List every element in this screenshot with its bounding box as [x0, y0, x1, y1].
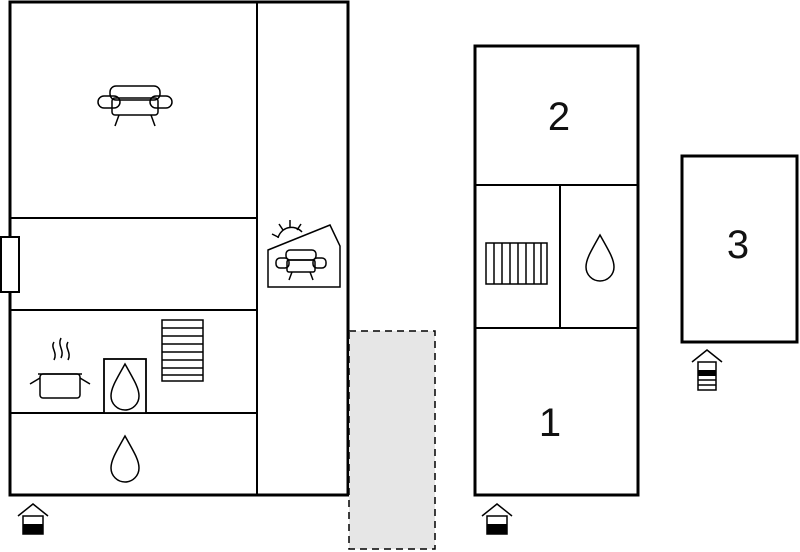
building-left: [0, 0, 350, 535]
room-number-2: 2: [548, 95, 570, 139]
building-right-outline: [680, 154, 799, 344]
water-drop-icon: [110, 434, 140, 483]
entrance-icon: [17, 503, 49, 535]
terrace-sofa-icon: [267, 220, 341, 288]
building-left-outline: [8, 0, 350, 497]
window-icon: [0, 236, 20, 293]
sofa-icon: [97, 85, 173, 127]
water-drop-icon: [585, 233, 615, 282]
sink-cabinet: [103, 358, 147, 414]
building-middle: 2 1: [473, 44, 640, 535]
outdoor-area: [348, 330, 436, 550]
entrance-icon: [691, 349, 723, 391]
entrance-icon: [481, 503, 513, 535]
cooking-pot-icon: [29, 337, 91, 399]
stairs-icon: [485, 242, 548, 285]
room-number-3: 3: [727, 223, 749, 267]
building-middle-outline: [473, 44, 640, 497]
building-right: 3: [680, 154, 799, 391]
stairs-icon: [161, 319, 204, 382]
room-number-1: 1: [539, 401, 561, 445]
water-drop-icon: [110, 362, 140, 411]
